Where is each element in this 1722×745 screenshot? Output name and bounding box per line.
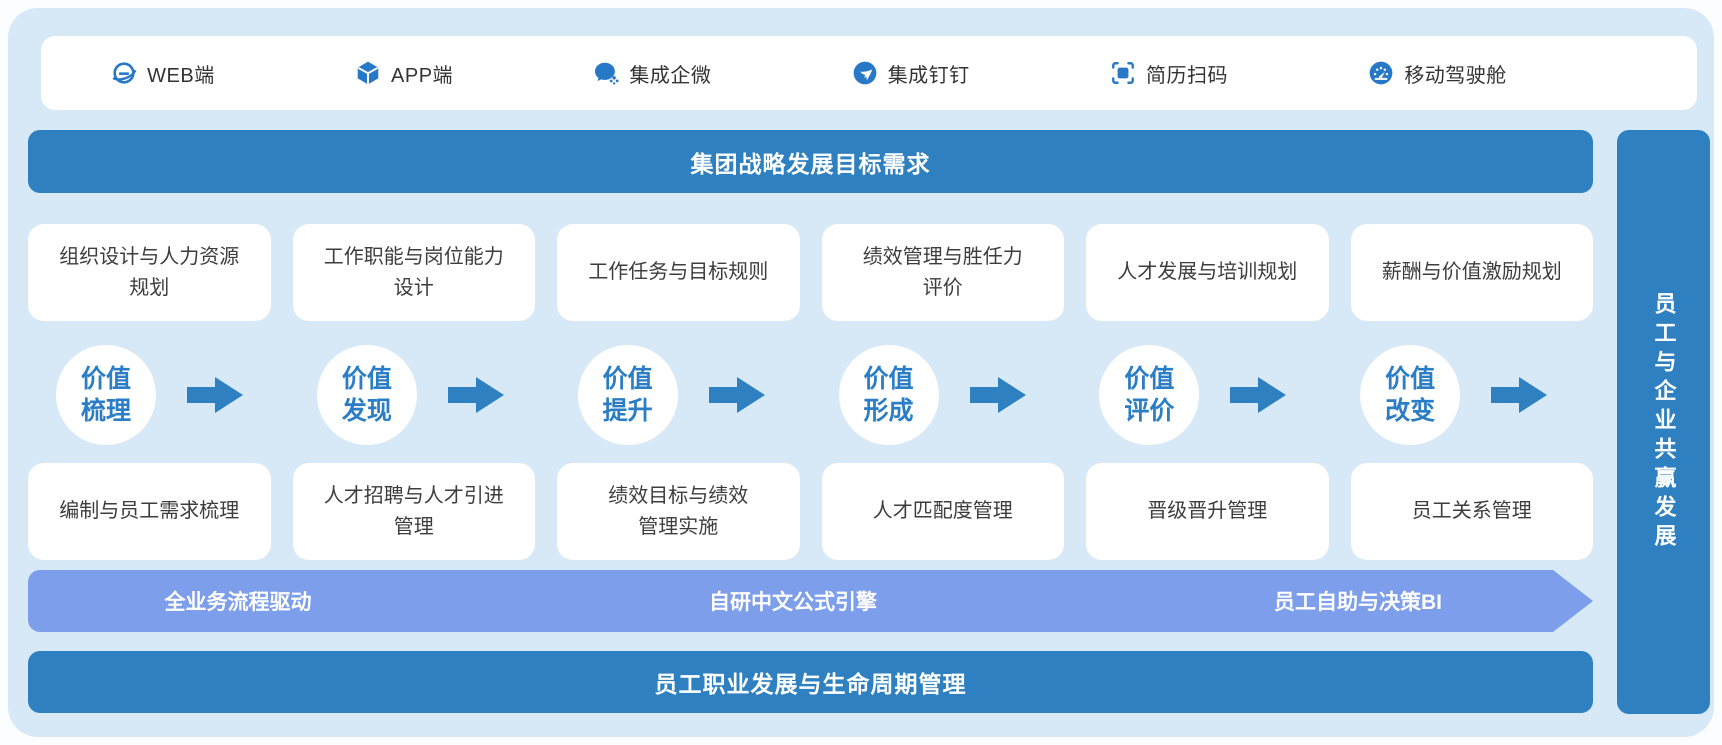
- channel-web: WEB端: [111, 59, 215, 88]
- capability-label: 自研中文公式引擎: [709, 591, 877, 614]
- channel-label: WEB端: [147, 64, 215, 87]
- management-card: 编制与员工需求梳理: [28, 463, 271, 560]
- strategy-goal-banner: 集团战略发展目标需求: [28, 130, 1593, 193]
- value-stage-circle: 价值 改变: [1360, 345, 1461, 445]
- value-stage-circle: 价值 评价: [1099, 345, 1200, 445]
- capability-label: 员工自助与决策BI: [1274, 591, 1442, 614]
- arrow-right-icon: [1491, 377, 1548, 413]
- channel-app: APP端: [355, 59, 453, 88]
- arrow-right-icon: [1230, 377, 1287, 413]
- planning-card: 工作职能与岗位能力 设计: [292, 224, 535, 321]
- channel-label: 集成企微: [629, 64, 712, 87]
- channel-label: 简历扫码: [1146, 64, 1228, 87]
- wechat-work-icon: [593, 60, 619, 86]
- value-stage-circle: 价值 形成: [838, 345, 939, 445]
- channel-resume-scan: 简历扫码: [1110, 59, 1228, 88]
- value-stage-circle: 价值 发现: [316, 345, 417, 445]
- arrow-right-icon: [447, 377, 504, 413]
- channel-mobile-dashboard: 移动驾驶舱: [1368, 59, 1507, 88]
- value-stage-circle: 价值 提升: [577, 345, 678, 445]
- channel-label: 集成钉钉: [887, 64, 970, 87]
- value-flow-row: 价值 梳理 价值 发现 价值 提升 价值 形成 价值 评价 价值 改变: [28, 345, 1593, 445]
- management-card-row: 编制与员工需求梳理 人才招聘与人才引进 管理 绩效目标与绩效 管理实施 人才匹配…: [28, 463, 1593, 560]
- planning-card: 人才发展与培训规划: [1086, 224, 1329, 321]
- diagram-panel: WEB端 APP端: [8, 8, 1714, 737]
- mobile-dashboard-icon: [1368, 60, 1394, 86]
- management-card: 绩效目标与绩效 管理实施: [557, 463, 800, 560]
- channel-wechat-work: 集成企微: [593, 59, 711, 88]
- management-card: 人才招聘与人才引进 管理: [292, 463, 535, 560]
- planning-card: 组织设计与人力资源 规划: [28, 224, 271, 321]
- channel-dingtalk: 集成钉钉: [852, 59, 970, 88]
- arrow-right-icon: [969, 377, 1026, 413]
- resume-scan-icon: [1110, 60, 1136, 86]
- capability-label: 全业务流程驱动: [164, 591, 312, 614]
- app-cube-icon: [355, 60, 381, 86]
- management-card: 晋级晋升管理: [1086, 463, 1329, 560]
- dingtalk-icon: [852, 60, 878, 86]
- value-stage-circle: 价值 梳理: [56, 345, 156, 445]
- planning-card: 绩效管理与胜任力 评价: [821, 224, 1064, 321]
- lifecycle-banner: 员工职业发展与生命周期管理: [28, 651, 1593, 713]
- planning-card-row: 组织设计与人力资源 规划 工作职能与岗位能力 设计 工作任务与目标规则 绩效管理…: [28, 224, 1593, 321]
- platform-capability-banner: 全业务流程驱动 自研中文公式引擎 员工自助与决策BI: [28, 570, 1593, 632]
- arrow-right-icon: [187, 377, 243, 413]
- channel-label: APP端: [391, 64, 454, 87]
- management-card: 人才匹配度管理: [821, 463, 1064, 560]
- ie-browser-icon: [111, 60, 137, 86]
- channel-label: 移动驾驶舱: [1404, 64, 1507, 87]
- planning-card: 薪酬与价值激励规划: [1350, 224, 1593, 321]
- arrow-right-icon: [708, 377, 765, 413]
- win-win-banner: 员工与企业共赢发展: [1617, 130, 1710, 714]
- access-channels-bar: WEB端 APP端: [41, 36, 1697, 110]
- planning-card: 工作任务与目标规则: [557, 224, 800, 321]
- management-card: 员工关系管理: [1350, 463, 1593, 560]
